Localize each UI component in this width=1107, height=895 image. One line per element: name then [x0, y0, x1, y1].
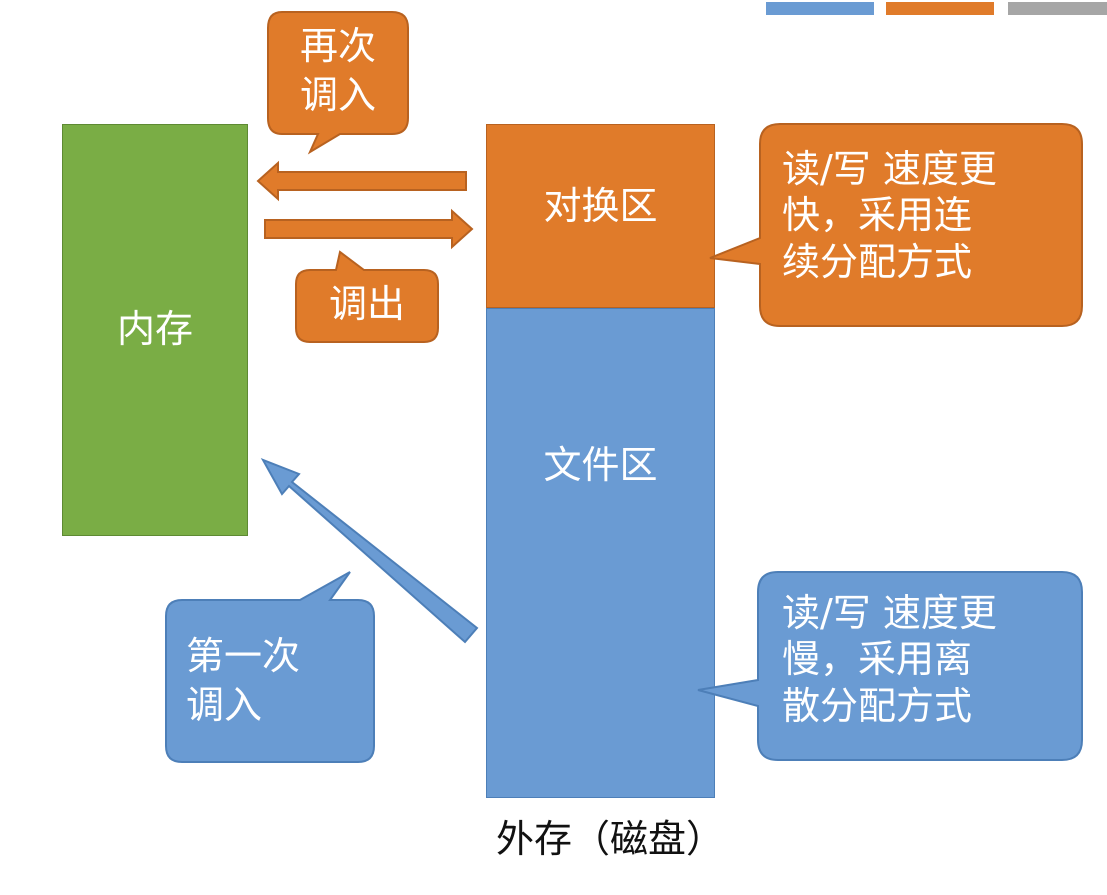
file-area-label: 文件区: [543, 443, 658, 487]
accent-bar-gray: [1008, 2, 1107, 15]
reload-bubble: [267, 11, 409, 155]
accent-bar-blue: [766, 2, 874, 15]
swap-note-line1: 读/写 速度更: [782, 147, 997, 191]
file-note-line3: 散分配方式: [782, 683, 973, 728]
first-load-text: 第一次 调入: [186, 632, 356, 731]
swap-area: 对换区: [486, 124, 715, 308]
reload-line2: 调入: [299, 73, 376, 118]
swap-out-text: 调出: [296, 280, 438, 329]
first-load-line1: 第一次: [186, 634, 301, 678]
file-note-bubble: [697, 571, 1083, 761]
first-load-line2: 调入: [186, 683, 263, 728]
first-load-bubble: [165, 571, 375, 763]
swap-out-arrow: [264, 208, 474, 250]
accent-bar-orange: [886, 2, 994, 15]
swap-area-label: 对换区: [543, 184, 658, 229]
swap-in-arrow: [256, 160, 467, 202]
file-note-line1: 读/写 速度更: [782, 591, 997, 635]
reload-line1: 再次: [299, 24, 376, 68]
swap-out-line1: 调出: [328, 282, 405, 326]
file-area: 文件区: [486, 308, 715, 798]
swap-note-text: 读/写 速度更 快，采用连 续分配方式: [782, 146, 1072, 285]
file-note-line2: 慢，采用离: [782, 637, 973, 682]
swap-note-line2: 快，采用连: [782, 193, 973, 238]
swap-note-bubble: [709, 123, 1083, 327]
memory-label: 内存: [116, 307, 193, 352]
swap-out-bubble: [295, 250, 439, 343]
reload-text: 再次 调入: [268, 22, 408, 121]
disk-caption: 外存（磁盘）: [495, 817, 724, 861]
memory-block: 内存: [62, 124, 248, 536]
file-note-text: 读/写 速度更 慢，采用离 散分配方式: [782, 590, 1072, 729]
first-load-arrow: [260, 458, 479, 644]
swap-note-line3: 续分配方式: [782, 239, 973, 284]
